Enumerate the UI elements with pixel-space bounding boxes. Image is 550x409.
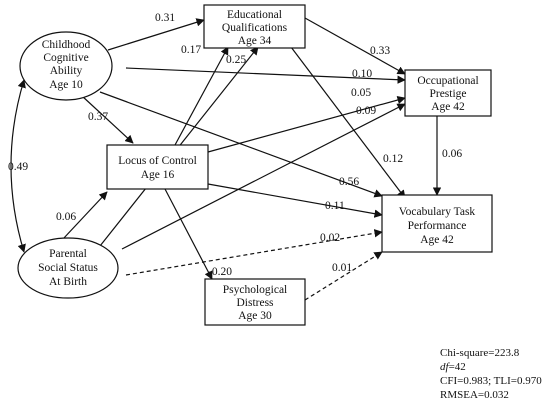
fit-df-value: =42 xyxy=(449,361,466,373)
coef-parental-education: 0.25 xyxy=(226,54,246,66)
node-vocabulary-task-performance: Vocabulary Task Performance Age 42 xyxy=(381,194,493,253)
node-locus-of-control: Locus of Control Age 16 xyxy=(106,144,209,190)
node-vocab-line-3: Age 42 xyxy=(420,234,454,246)
edge-childhood-locus xyxy=(81,95,134,144)
edge-parental-vocab xyxy=(125,229,383,276)
node-psychological-distress: Psychological Distress Age 30 xyxy=(204,278,306,326)
node-vocab-line-2: Performance xyxy=(408,220,467,232)
node-distress-line-2: Distress xyxy=(236,297,274,309)
coef-childhood-vocab: 0.56 xyxy=(339,176,359,188)
edge-childhood-parental-correlation xyxy=(10,79,26,253)
node-childhood-line-2: Cognitive xyxy=(43,52,88,64)
edge-education-vocab xyxy=(290,46,406,199)
coef-education-occupational: 0.33 xyxy=(370,45,390,57)
node-parental-line-1: Parental xyxy=(49,248,87,260)
edge-locus-vocab xyxy=(207,183,383,218)
node-education-line-2: Qualifications xyxy=(222,22,288,34)
node-childhood-line-4: Age 10 xyxy=(49,79,83,91)
node-locus-line-1: Locus of Control xyxy=(118,155,197,167)
node-locus-line-2: Age 16 xyxy=(141,169,175,181)
fit-cfi-tli: CFI=0.983; TLI=0.970 xyxy=(440,375,542,387)
fit-df-symbol: df xyxy=(440,361,451,373)
coef-locus-education: 0.17 xyxy=(181,44,201,56)
node-education-line-1: Educational xyxy=(227,9,282,21)
node-educational-qualifications: Educational Qualifications Age 34 xyxy=(203,4,306,49)
edge-parental-occupational xyxy=(121,103,406,250)
coef-childhood-parental: 0.49 xyxy=(8,161,28,173)
coef-childhood-occupational: 0.10 xyxy=(352,68,372,80)
edge-childhood-vocab xyxy=(99,91,383,198)
coef-parental-vocab: 0.02 xyxy=(320,232,340,244)
node-distress-line-3: Age 30 xyxy=(238,310,272,322)
coef-parental-locus: 0.06 xyxy=(56,211,76,223)
coef-locus-occupational: 0.05 xyxy=(351,87,371,99)
edge-locus-education xyxy=(174,46,229,146)
edge-parental-locus xyxy=(62,191,108,240)
coef-occupational-vocab: 0.06 xyxy=(442,148,462,160)
coef-childhood-locus: 0.37 xyxy=(88,111,108,123)
node-occupational-line-2: Prestige xyxy=(429,88,466,100)
coef-childhood-education: 0.31 xyxy=(155,12,175,24)
coef-locus-distress: -0.20 xyxy=(208,266,232,278)
fit-df: df=42 xyxy=(440,361,466,373)
node-parental-social-status: Parental Social Status At Birth xyxy=(17,237,119,299)
edge-childhood-education xyxy=(107,18,205,51)
node-education-line-3: Age 34 xyxy=(238,35,272,47)
coef-distress-vocab: 0.01 xyxy=(332,262,352,274)
node-occupational-prestige: Occupational Prestige Age 42 xyxy=(404,69,492,117)
node-childhood-cognitive-ability: Childhood Cognitive Ability Age 10 xyxy=(19,31,113,101)
edge-childhood-occupational xyxy=(125,67,406,84)
node-occupational-line-3: Age 42 xyxy=(431,101,465,113)
path-coefficients: 0.31 0.33 0.10 0.17 0.25 0.37 0.05 0.09 … xyxy=(8,12,462,278)
edge-education-occupational xyxy=(304,17,406,75)
node-vocab-line-1: Vocabulary Task xyxy=(399,206,476,218)
node-occupational-line-1: Occupational xyxy=(417,75,478,87)
coef-parental-occupational: 0.09 xyxy=(356,105,376,117)
edge-distress-vocab xyxy=(304,251,383,301)
node-parental-line-3: At Birth xyxy=(49,276,87,288)
edge-locus-occupational xyxy=(207,95,406,153)
fit-rmsea: RMSEA=0.032 xyxy=(440,389,509,401)
coef-education-vocab: 0.12 xyxy=(383,153,403,165)
node-distress-line-1: Psychological xyxy=(223,284,288,296)
coef-locus-vocab: 0.11 xyxy=(325,200,345,212)
fit-chi-square: Chi-square=223.8 xyxy=(440,347,520,359)
node-childhood-line-1: Childhood xyxy=(42,39,91,51)
node-parental-line-2: Social Status xyxy=(38,262,98,274)
edge-locus-distress xyxy=(164,188,213,280)
node-childhood-line-3: Ability xyxy=(50,65,83,77)
fit-statistics: Chi-square=223.8 df=42 CFI=0.983; TLI=0.… xyxy=(440,347,542,401)
